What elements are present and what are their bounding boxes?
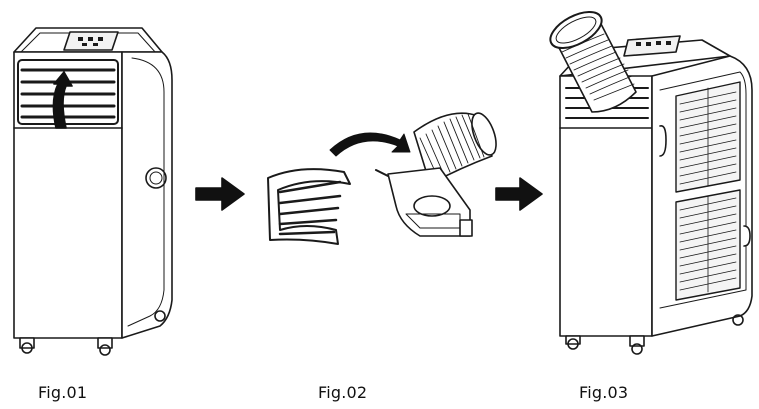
arrow-right-icon: [495, 177, 543, 211]
fig1-ac-unit: [13, 27, 173, 356]
fig3-ac-unit-with-hose: [549, 10, 753, 355]
fig2-caption: Fig.02: [318, 383, 368, 402]
wheels-icon: [19, 310, 166, 356]
control-panel-icon: [63, 31, 119, 51]
fig3-caption: Fig.03: [579, 383, 629, 402]
fig2-detached-grille: [267, 168, 351, 245]
control-panel-icon: [623, 35, 681, 57]
swap-arrow-icon: [329, 132, 411, 157]
exhaust-hose: [549, 10, 637, 113]
arrow-right-icon: [195, 177, 245, 211]
side-grille-lower: [675, 189, 741, 301]
handle-icon: [659, 124, 667, 157]
side-grille-upper: [675, 81, 741, 193]
wheels-icon: [565, 314, 744, 355]
window-vent-grille: [17, 59, 119, 125]
fig1-caption: Fig.01: [38, 383, 88, 402]
fig2-hose-adapter: [375, 112, 497, 237]
removal-arrow-icon: [52, 71, 73, 129]
side-port-icon: [145, 167, 167, 189]
